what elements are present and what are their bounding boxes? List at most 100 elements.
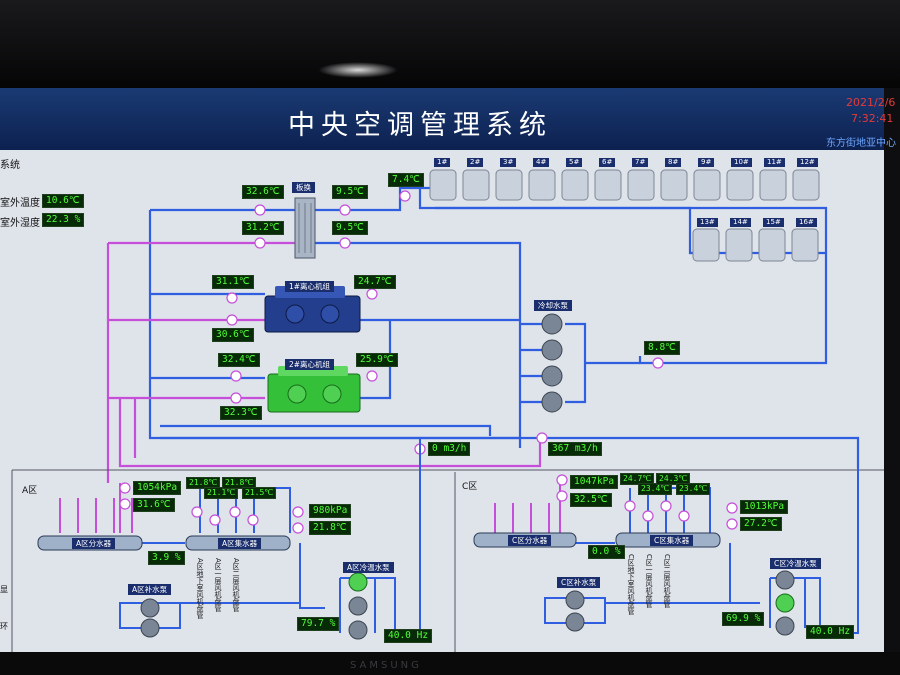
hx-in-temp-top: 32.6℃ [242, 185, 284, 199]
cooling-tower-label[interactable]: 11# [764, 158, 785, 167]
cooling-tower-label[interactable]: 8# [665, 158, 682, 167]
zone-a-collector-label: A区集水器 [218, 538, 262, 549]
cooling-towers-row-1[interactable] [429, 169, 820, 201]
outdoor-humidity-label: 室外湿度 [0, 218, 40, 229]
zone-a-branch-name-1: A区地下室风机盘管 [196, 558, 204, 619]
zone-a-branch-temp-2: 21.1℃ [204, 487, 239, 499]
chiller-2[interactable] [267, 366, 361, 413]
cooling-pump-label: 冷却水泵 [534, 300, 572, 311]
title-bar: 中央空调管理系统 2021/2/6 7:32:41 东方街地亚中心 [0, 88, 896, 150]
zone-c-makeup-pump-label: C区补水泵 [557, 577, 601, 588]
cooling-return-temp: 8.8℃ [644, 341, 680, 355]
cooling-tower-label[interactable]: 16# [796, 218, 817, 227]
zone-a-chilled-pump-2[interactable] [348, 596, 368, 616]
zone-a-branch-temp-4: 21.5℃ [242, 487, 277, 499]
ceiling-light-glare [318, 62, 398, 78]
cooling-tower-label[interactable]: 6# [599, 158, 616, 167]
zone-c-distributor-label: C区分水器 [508, 535, 552, 546]
chiller-2-label: 2#离心机组 [285, 359, 335, 370]
zone-c-branch-name-2: C区一层风机盘管 [645, 554, 653, 608]
zone-a-title: A区 [22, 486, 38, 496]
flow-reading-1: 0 m3/h [428, 442, 471, 456]
zone-c-branch-temp-4: 23.4℃ [676, 483, 711, 495]
zone-c-return-temp: 27.2℃ [740, 517, 782, 531]
monitor-bezel-top [0, 0, 900, 88]
zone-a-chilled-pump-1[interactable] [348, 572, 368, 592]
zone-a-branch-temp-3: 21.8℃ [222, 477, 257, 489]
pipe-tower-loop [418, 188, 828, 365]
page-title: 中央空调管理系统 [288, 110, 552, 141]
zone-a-chilled-pump-3[interactable] [348, 620, 368, 640]
zone-a-distributor-label: A区分水器 [72, 538, 116, 549]
zone-c-makeup-pump-2[interactable] [565, 612, 585, 632]
clock-time: 7:32:41 [851, 112, 894, 125]
zone-c-pressure: 1047kPa [570, 475, 619, 489]
cooling-tower-label[interactable]: 12# [797, 158, 818, 167]
chiller-2-in-temp-bottom: 32.3℃ [220, 406, 262, 420]
zone-a-makeup-pump-label: A区补水泵 [128, 584, 172, 595]
cooling-tower-label[interactable]: 7# [632, 158, 649, 167]
zone-c-chilled-pump-3[interactable] [775, 616, 795, 636]
tower-supply-temp: 7.4℃ [388, 173, 424, 187]
zone-a-valve-open: 3.9 % [148, 551, 185, 565]
zone-a-makeup-pump-2[interactable] [140, 618, 160, 638]
pipe-chilled-header [160, 436, 860, 468]
zone-c-chilled-pump-2[interactable] [775, 593, 795, 613]
cooling-tower-label[interactable]: 14# [730, 218, 751, 227]
pipe-hot-return [118, 398, 542, 468]
zone-c-branch-temp-3: 24.3℃ [656, 473, 691, 485]
cooling-tower-label[interactable]: 15# [763, 218, 784, 227]
cooling-tower-label[interactable]: 13# [697, 218, 718, 227]
cooling-pump-group[interactable] [541, 313, 563, 413]
scada-screen: 中央空调管理系统 2021/2/6 7:32:41 东方街地亚中心 系统 室外温… [0, 88, 896, 652]
outdoor-temp-label: 室外温度 [0, 198, 40, 209]
zone-a-supply [395, 438, 421, 634]
zone-a-pump-loop [339, 577, 396, 633]
zone-a-pressure: 1054kPa [133, 481, 182, 495]
zone-c-valve-open: 0.0 % [588, 545, 625, 559]
chiller-1-in-temp-bottom: 30.6℃ [212, 328, 254, 342]
zone-c-sensors [556, 474, 738, 530]
cooling-tower-label[interactable]: 1# [434, 158, 451, 167]
zone-c-branch-name-3: C区二层风机盘管 [663, 554, 671, 608]
zone-c-title: C区 [462, 482, 478, 492]
pipe-pump-inlets [520, 322, 545, 404]
cooling-tower-label[interactable]: 3# [500, 158, 517, 167]
chiller-1[interactable] [264, 286, 361, 333]
pipe-hx-out [315, 186, 430, 212]
pipe-ch2-out [360, 320, 392, 400]
zone-a-makeup-loop [119, 602, 181, 629]
chiller-2-in-temp-top: 32.4℃ [218, 353, 260, 367]
zone-a-branch-name-3: A区二层风机盘管 [232, 558, 240, 612]
zone-a-return-pressure: 980kPa [309, 504, 352, 518]
pipe-bypass [160, 424, 492, 436]
zone-c-chilled-pump-1[interactable] [775, 570, 795, 590]
zone-a-makeup-pump-1[interactable] [140, 598, 160, 618]
cooling-tower-label[interactable]: 2# [467, 158, 484, 167]
side-fragment-2: 环 [0, 622, 8, 631]
piping-diagram [11, 169, 884, 652]
cooling-towers-row-2[interactable] [692, 228, 819, 262]
cooling-tower-label[interactable]: 5# [566, 158, 583, 167]
zone-c-makeup-pump-1[interactable] [565, 590, 585, 610]
zone-c-pump-hz: 40.0 Hz [806, 625, 855, 639]
zone-a-branch-temp-1: 21.8℃ [186, 477, 221, 489]
chiller-2-out-temp: 25.9℃ [356, 353, 398, 367]
zone-c-temp-in: 32.5℃ [570, 493, 612, 507]
zone-a-return-temp: 21.8℃ [309, 521, 351, 535]
chiller-1-in-temp-top: 31.1℃ [212, 275, 254, 289]
zone-c-supply [820, 468, 859, 634]
cooling-tower-label[interactable]: 9# [698, 158, 715, 167]
cooling-tower-label[interactable]: 4# [533, 158, 550, 167]
zone-c-branch-name-1: C区地下室风机盘管 [627, 554, 635, 615]
zone-a-collector-out [299, 543, 325, 609]
zone-c-collector-label: C区集水器 [650, 535, 694, 546]
cooling-tower-label[interactable]: 10# [731, 158, 752, 167]
monitor-bezel-bottom [0, 652, 900, 675]
zone-c-hot-risers [494, 503, 550, 533]
pipe-cooling-main [315, 241, 522, 448]
heat-exchanger-label: 板换 [292, 182, 315, 193]
zone-c-branch-temp-1: 24.7℃ [620, 473, 655, 485]
zone-a-sensors [119, 482, 304, 534]
organization-name: 东方街地亚中心 [826, 138, 896, 149]
